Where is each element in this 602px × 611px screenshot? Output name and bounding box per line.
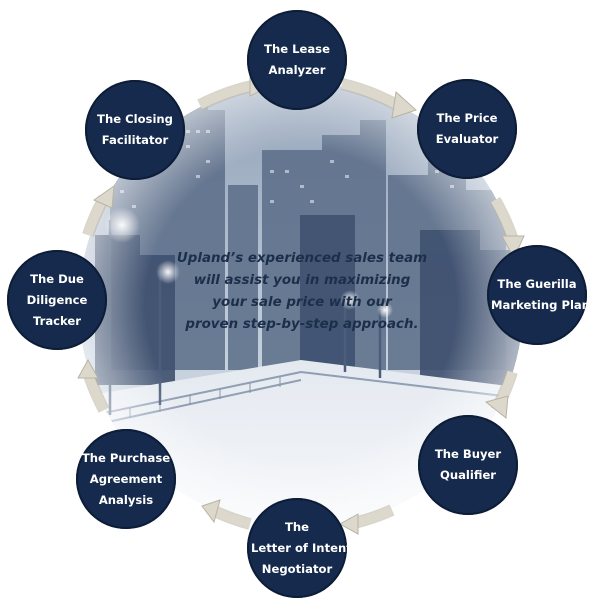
step-label: The Price Evaluator [421, 108, 513, 150]
step-label: The Guerilla Marketing Plan [491, 274, 590, 316]
center-message-line: Upland’s experienced sales team [176, 251, 428, 266]
center-message-line: proven step-by-step approach. [185, 317, 419, 332]
step-label-line: The Purchase [81, 450, 171, 465]
step-label-line: Tracker [32, 313, 82, 328]
center-message-line: your sale price with our [212, 295, 392, 310]
step-label-line: The Lease [264, 42, 330, 56]
step-buyer-qualifier[interactable]: The Buyer Qualifier [418, 415, 518, 515]
step-label-line: The Due [30, 271, 84, 286]
step-letter-of-intent-negotiator[interactable]: The Letter of Intent Negotiator [247, 498, 352, 598]
step-label-line: Facilitator [101, 133, 169, 147]
step-label-line: Analysis [98, 492, 154, 507]
step-label: The Letter of Intent Negotiator [251, 517, 352, 580]
step-label-line: The Price [436, 111, 498, 125]
step-label: The Closing Facilitator [89, 109, 181, 151]
step-label-line: The Buyer [434, 447, 502, 461]
step-label-line: The [284, 519, 310, 534]
step-label: The Lease Analyzer [251, 39, 343, 81]
step-label-line: Qualifier [439, 468, 497, 482]
center-message-line: will assist you in maximizing [193, 273, 411, 288]
step-closing-facilitator[interactable]: The Closing Facilitator [85, 80, 185, 180]
step-label-line: Agreement [89, 471, 163, 486]
center-message: Upland’s experienced sales team will ass… [150, 248, 454, 336]
step-price-evaluator[interactable]: The Price Evaluator [417, 79, 517, 179]
step-label: The Purchase Agreement Analysis [80, 448, 172, 511]
step-label-line: Letter of Intent [251, 540, 352, 555]
step-label-line: The Closing [97, 112, 173, 126]
step-guerilla-marketing-plan[interactable]: The Guerilla Marketing Plan [487, 245, 590, 345]
step-label-line: Negotiator [261, 561, 333, 576]
step-purchase-agreement-analysis[interactable]: The Purchase Agreement Analysis [76, 429, 176, 529]
step-label-line: Analyzer [268, 63, 326, 77]
step-label-line: Marketing Plan [491, 298, 590, 312]
step-label-line: Evaluator [435, 132, 499, 146]
step-label: The Buyer Qualifier [422, 444, 514, 486]
step-label-line: Diligence [26, 292, 88, 307]
step-label: The Due Diligence Tracker [11, 269, 103, 332]
step-due-diligence-tracker[interactable]: The Due Diligence Tracker [7, 250, 107, 350]
step-lease-analyzer[interactable]: The Lease Analyzer [247, 10, 347, 110]
step-label-line: The Guerilla [497, 277, 577, 291]
